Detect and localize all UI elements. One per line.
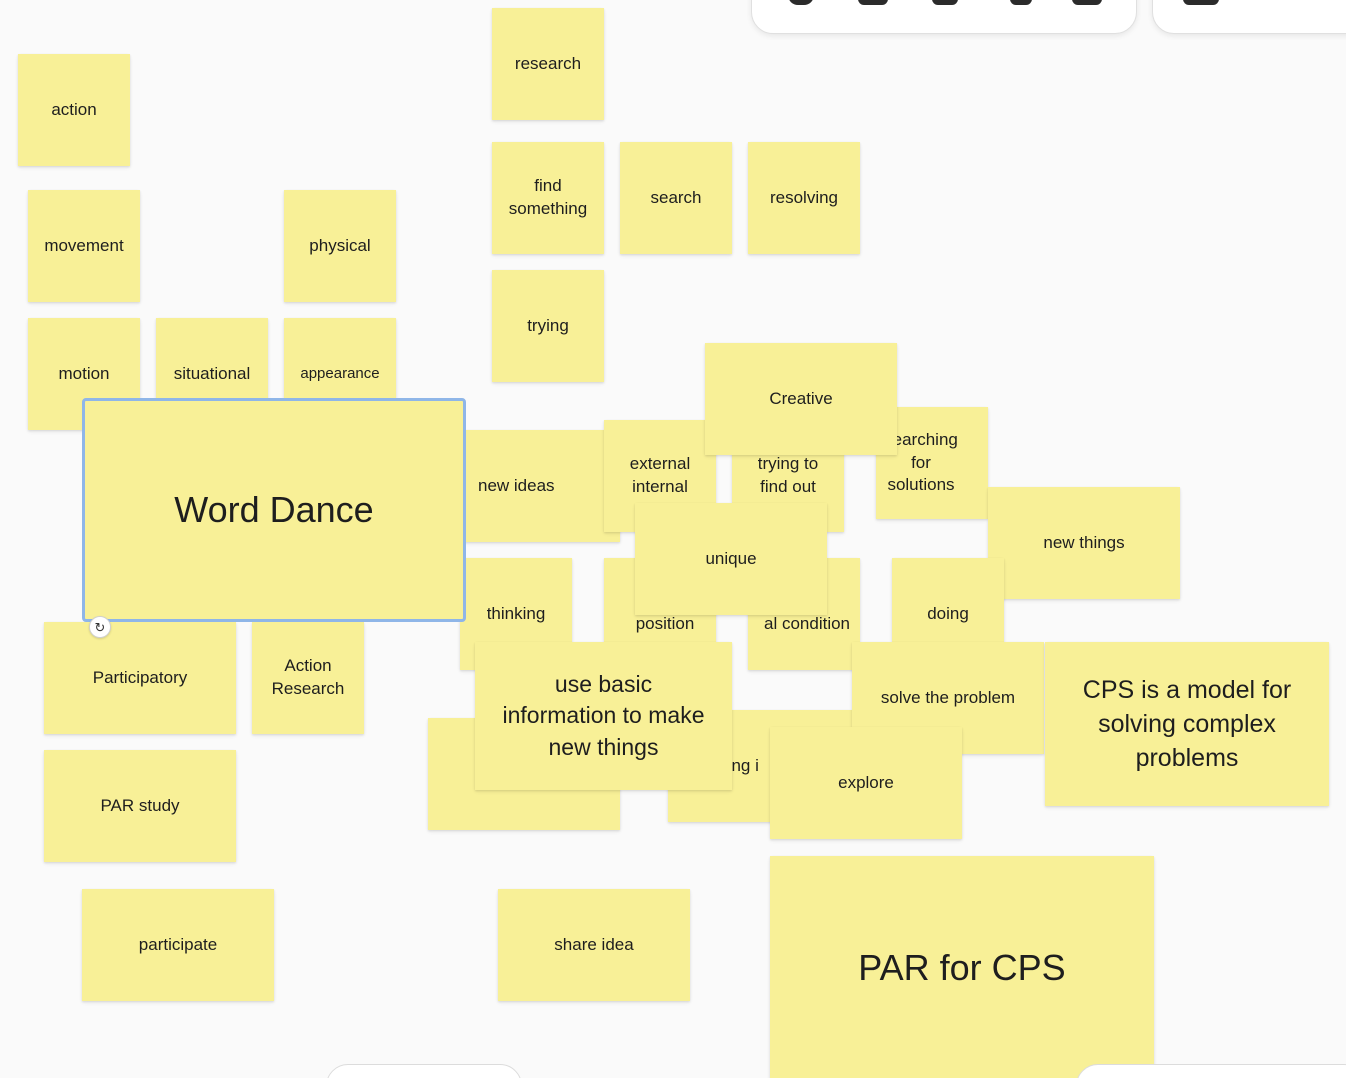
note-text: research [514,53,582,73]
sticky-note-physical[interactable]: physical [284,190,396,302]
sticky-note-tool-icon[interactable] [858,0,888,5]
shapes-tool-icon[interactable] [932,0,958,5]
panel-icon[interactable] [1183,0,1219,5]
note-text: Creative [769,388,833,408]
sticky-note-resolving[interactable]: resolving [748,142,860,254]
sticky-note-word-dance[interactable]: Word Dance [82,398,466,622]
sticky-note-trying[interactable]: trying [492,270,604,382]
sticky-note-unique[interactable]: unique [635,503,827,615]
note-text: searching for solutions [884,429,958,495]
sticky-note-searching-for-solutions[interactable]: searching for solutions [876,407,988,519]
sticky-note-creative[interactable]: Creative [705,343,897,455]
note-text: PAR study [100,795,180,815]
note-text: Participatory [92,667,188,687]
pen-tool-icon[interactable] [1010,0,1032,5]
sticky-note-movement[interactable]: movement [28,190,140,302]
note-text: unique [705,548,757,568]
frame-tool-icon[interactable] [1072,0,1102,5]
sticky-note-par-study[interactable]: PAR study [44,750,236,862]
bottom-right-panel [1076,1064,1346,1078]
note-text: find something [508,176,588,218]
sticky-note-share-idea[interactable]: share idea [498,889,690,1001]
sticky-note-cps-model[interactable]: CPS is a model for solving complex probl… [1045,642,1329,806]
note-text: motion [58,363,110,383]
note-text: new ideas [478,475,555,495]
sticky-note-search[interactable]: search [620,142,732,254]
note-text: explore [838,772,894,792]
note-text: trying to find out [757,454,819,496]
note-text: al condition [764,614,851,634]
note-text: appearance [300,364,380,382]
sticky-note-new-ideas[interactable]: new ideas [464,430,620,542]
note-text: CPS is a model for solving complex probl… [1082,676,1292,772]
sticky-note-find-something[interactable]: find something [492,142,604,254]
note-text: PAR for CPS [858,947,1066,988]
main-toolbar [751,0,1137,34]
sticky-note-action[interactable]: action [18,54,130,166]
bottom-left-panel [326,1064,522,1078]
note-text: movement [44,235,124,255]
note-text: search [650,187,702,207]
sticky-note-participatory[interactable]: Participatory [44,622,236,734]
note-text: use basic information to make new things [502,671,705,760]
sticky-note-par-for-cps[interactable]: PAR for CPS [770,856,1154,1078]
note-text: trying [527,315,569,335]
circle-tool-icon[interactable] [788,0,814,5]
note-text: participate [138,934,218,954]
sticky-note-explore[interactable]: explore [770,727,962,839]
note-text: resolving [769,187,839,207]
note-text: situational [173,363,251,383]
note-text: Word Dance [174,488,374,530]
note-text: new things [1043,532,1125,552]
note-text: action [51,99,97,119]
note-text: solve the problem [880,687,1016,707]
note-text: doing [927,603,969,623]
rotate-icon[interactable]: ↻ [89,616,111,638]
note-text: Action Research [271,656,345,698]
secondary-toolbar [1152,0,1346,34]
note-text: external internal [629,454,691,496]
sticky-note-use-basic-information[interactable]: use basic information to make new things [475,642,732,790]
sticky-note-action-research[interactable]: Action Research [252,622,364,734]
note-text: physical [309,235,371,255]
note-text: thinking [486,603,546,623]
sticky-note-research[interactable]: research [492,8,604,120]
sticky-note-participate[interactable]: participate [82,889,274,1001]
sticky-note-new-things[interactable]: new things [988,487,1180,599]
note-text: share idea [554,934,634,954]
